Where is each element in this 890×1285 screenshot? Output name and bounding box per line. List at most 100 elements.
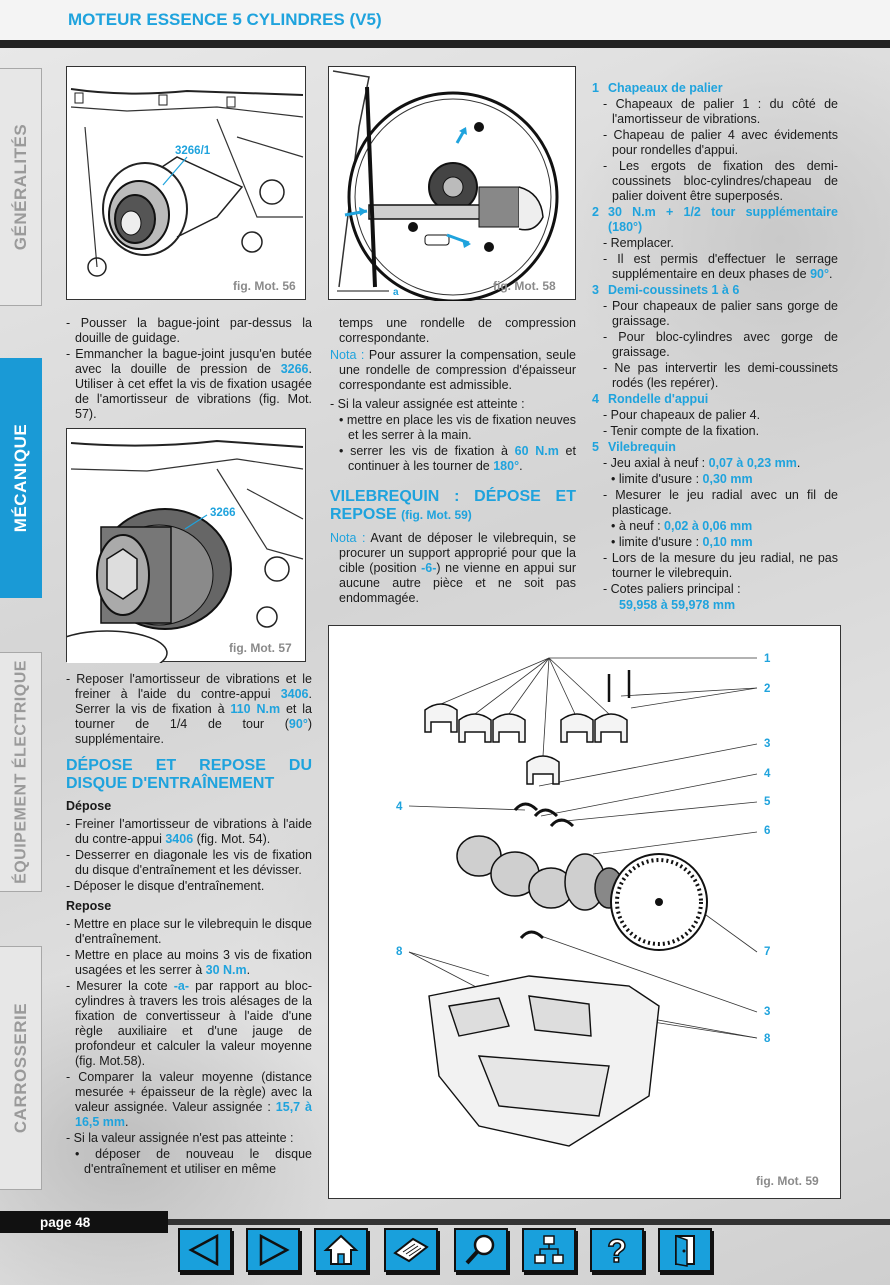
network-button[interactable]	[522, 1228, 576, 1272]
help-icon: ?	[606, 1232, 627, 1268]
instruction-text: . Serrer la vis de fixation à	[75, 687, 312, 716]
figure-56-caption: fig. Mot. 56	[233, 279, 296, 293]
nota-support: Nota : Avant de déposer le vilebrequin, …	[330, 531, 576, 606]
instruction-push-seal: - Pousser la bague-joint par-dessus la d…	[66, 316, 312, 346]
dimension-ref: -a-	[173, 978, 189, 993]
legend-3-a: - Pour chapeaux de palier sans gorge de …	[603, 299, 838, 328]
legend-4-title: 4 Rondelle d'appui	[592, 392, 838, 407]
paragraph-continuation: temps une rondelle de compression corres…	[339, 316, 576, 345]
instruction-loosen-screws: - Desserrer en diagonale les vis de fixa…	[66, 847, 312, 877]
legend-number: 2	[592, 205, 599, 219]
nota-text: Avant de déposer le vilebrequin, se proc…	[339, 530, 576, 575]
column-1-top: - Pousser la bague-joint par-dessus la d…	[66, 316, 312, 423]
exit-button[interactable]	[658, 1228, 712, 1272]
instruction-tighten-screws: • serrer les vis de fixation à 60 N.m et…	[330, 444, 576, 474]
spec-value: 0,02 à 0,06 mm	[664, 519, 753, 533]
instruction-text: • serrer les vis de fixation à	[339, 444, 515, 458]
instruction-text: (fig. Mot. 54).	[193, 831, 271, 846]
instruction-brake-damper: - Freiner l'amortisseur de vibrations à …	[66, 817, 312, 847]
instruction-text: - Reposer l'amortisseur de vibrations et…	[66, 672, 312, 701]
figure-58-caption: fig. Mot. 58	[493, 279, 556, 293]
section-heading-drive-disc: DÉPOSE ET REPOSE DU DISQUE D'ENTRAÎNEMEN…	[66, 757, 312, 793]
torque-value: 110 N.m	[230, 702, 281, 716]
document-icon	[393, 1237, 429, 1263]
fig59-label-4-left: 4	[396, 801, 403, 813]
legend-5-b: • limite d'usure : 0,30 mm	[592, 472, 838, 487]
instruction-place-screws: - Mettre en place au moins 3 vis de fixa…	[66, 948, 312, 978]
heading-text: VILEBREQUIN : DÉPOSE ET REPOSE	[330, 488, 576, 524]
instruction-text: - Freiner l'amortisseur de vibrations à …	[66, 816, 312, 846]
nota-label: Nota :	[330, 530, 366, 545]
nota-compensation: Nota : Pour assurer la compensation, seu…	[330, 348, 576, 393]
previous-button[interactable]	[178, 1228, 232, 1272]
instruction-place-disc: - Mettre en place sur le vilebrequin le …	[66, 916, 312, 946]
next-button[interactable]	[246, 1228, 300, 1272]
legend-title: Rondelle d'appui	[608, 392, 709, 406]
legend-3-b: - Pour bloc-cylindres avec gorge de grai…	[603, 330, 838, 359]
instruction-if-reached: - Si la valeur assignée est atteinte :	[330, 397, 525, 411]
legend-number: 5	[592, 440, 599, 454]
instruction-text: - Emmancher la bague-joint jusqu'en buté…	[66, 347, 312, 376]
instruction-remove-again: • déposer de nouveau le disque d'entraîn…	[75, 1146, 312, 1176]
home-icon	[323, 1234, 359, 1265]
tab-generalites[interactable]: GÉNÉRALITÉS	[0, 68, 42, 306]
fig59-label-6: 6	[764, 825, 771, 837]
search-button[interactable]	[454, 1228, 508, 1272]
legend-1-a: - Chapeaux de palier 1 : du côté de l'am…	[603, 97, 838, 126]
legend-number: 4	[592, 392, 599, 406]
spec-value: 0,10 mm	[702, 535, 753, 549]
torque-value: 30 N.m	[205, 962, 247, 977]
legend-text: - Jeu axial à neuf :	[603, 456, 709, 470]
legend-title: Vilebrequin	[608, 440, 676, 454]
figure-58-drawing	[332, 70, 559, 301]
instruction-compare: - Comparer la valeur moyenne (distance m…	[66, 1070, 312, 1130]
figure-mot-59: 1 2 3 4 5 6 7 3 8 4 8 fig. Mot. 59	[328, 625, 841, 1199]
fig59-label-1: 1	[764, 653, 771, 665]
legend-text: .	[796, 456, 801, 470]
legend-text: • limite d'usure :	[611, 472, 703, 486]
instruction-text: - Pousser la bague-joint par-dessus la d…	[66, 316, 312, 345]
legend-text: .	[828, 267, 833, 281]
column-2: temps une rondelle de compression corres…	[330, 316, 576, 607]
legend-title: 30 N.m + 1/2 tour supplémentaire (180°)	[608, 205, 838, 234]
figure-mot-57: 3266 fig. Mot. 57	[66, 428, 306, 663]
figure-56-drawing	[70, 88, 304, 277]
figure-mot-58: a fig. Mot. 58	[328, 66, 576, 301]
legend-5-e: • limite d'usure : 0,10 mm	[592, 535, 838, 550]
heading-figure-ref: (fig. Mot. 59)	[401, 508, 472, 523]
tab-equipement-electrique-label: ÉQUIPEMENT ÉLECTRIQUE	[11, 660, 29, 884]
tab-carrosserie[interactable]: CARROSSERIE	[0, 946, 42, 1190]
legend-2-a: - Remplacer.	[603, 236, 674, 250]
figure-57-caption: fig. Mot. 57	[229, 641, 292, 655]
tab-mecanique[interactable]: MÉCANIQUE	[0, 358, 42, 598]
tab-mecanique-label: MÉCANIQUE	[10, 423, 30, 533]
nota-label: Nota :	[330, 348, 365, 362]
spec-value: 15,7 à 16,5 mm	[75, 1099, 312, 1129]
tab-equipement-electrique[interactable]: ÉQUIPEMENT ÉLECTRIQUE	[0, 652, 42, 892]
legend-4-b: - Tenir compte de la fixation.	[603, 424, 760, 438]
legend-5-title: 5 Vilebrequin	[592, 440, 838, 455]
instruction-if-not-reached: - Si la valeur assignée n'est pas attein…	[66, 1130, 294, 1145]
document-button[interactable]	[384, 1228, 438, 1272]
page-title: MOTEUR ESSENCE 5 CYLINDRES (V5)	[68, 10, 382, 29]
nota-text: Pour assurer la compensation, seule une …	[339, 348, 576, 392]
fig59-label-3: 3	[764, 738, 771, 750]
legend-5-c: - Mesurer le jeu radial avec un fil de p…	[603, 488, 838, 517]
subheading-repose: Repose	[66, 898, 112, 913]
instruction-text: .	[125, 1114, 129, 1129]
instruction-text: - Comparer la valeur moyenne (distance m…	[66, 1069, 312, 1114]
instruction-text: - Mesurer la cote	[66, 978, 174, 993]
spec-value: 0,30 mm	[702, 472, 753, 486]
network-icon	[534, 1235, 564, 1264]
legend-title: Demi-coussinets 1 à 6	[608, 283, 740, 297]
search-icon	[465, 1234, 495, 1265]
help-button[interactable]: ?	[590, 1228, 644, 1272]
legend-3-c: - Ne pas intervertir les demi-coussinets…	[603, 361, 838, 390]
instruction-text: .	[519, 459, 523, 473]
home-button[interactable]	[314, 1228, 368, 1272]
legend-title: Chapeaux de palier	[608, 81, 723, 95]
legend-5-g: - Cotes paliers principal :	[603, 582, 741, 596]
legend-5-d: • à neuf : 0,02 à 0,06 mm	[592, 519, 838, 534]
figure-59-drawing	[408, 657, 758, 1147]
